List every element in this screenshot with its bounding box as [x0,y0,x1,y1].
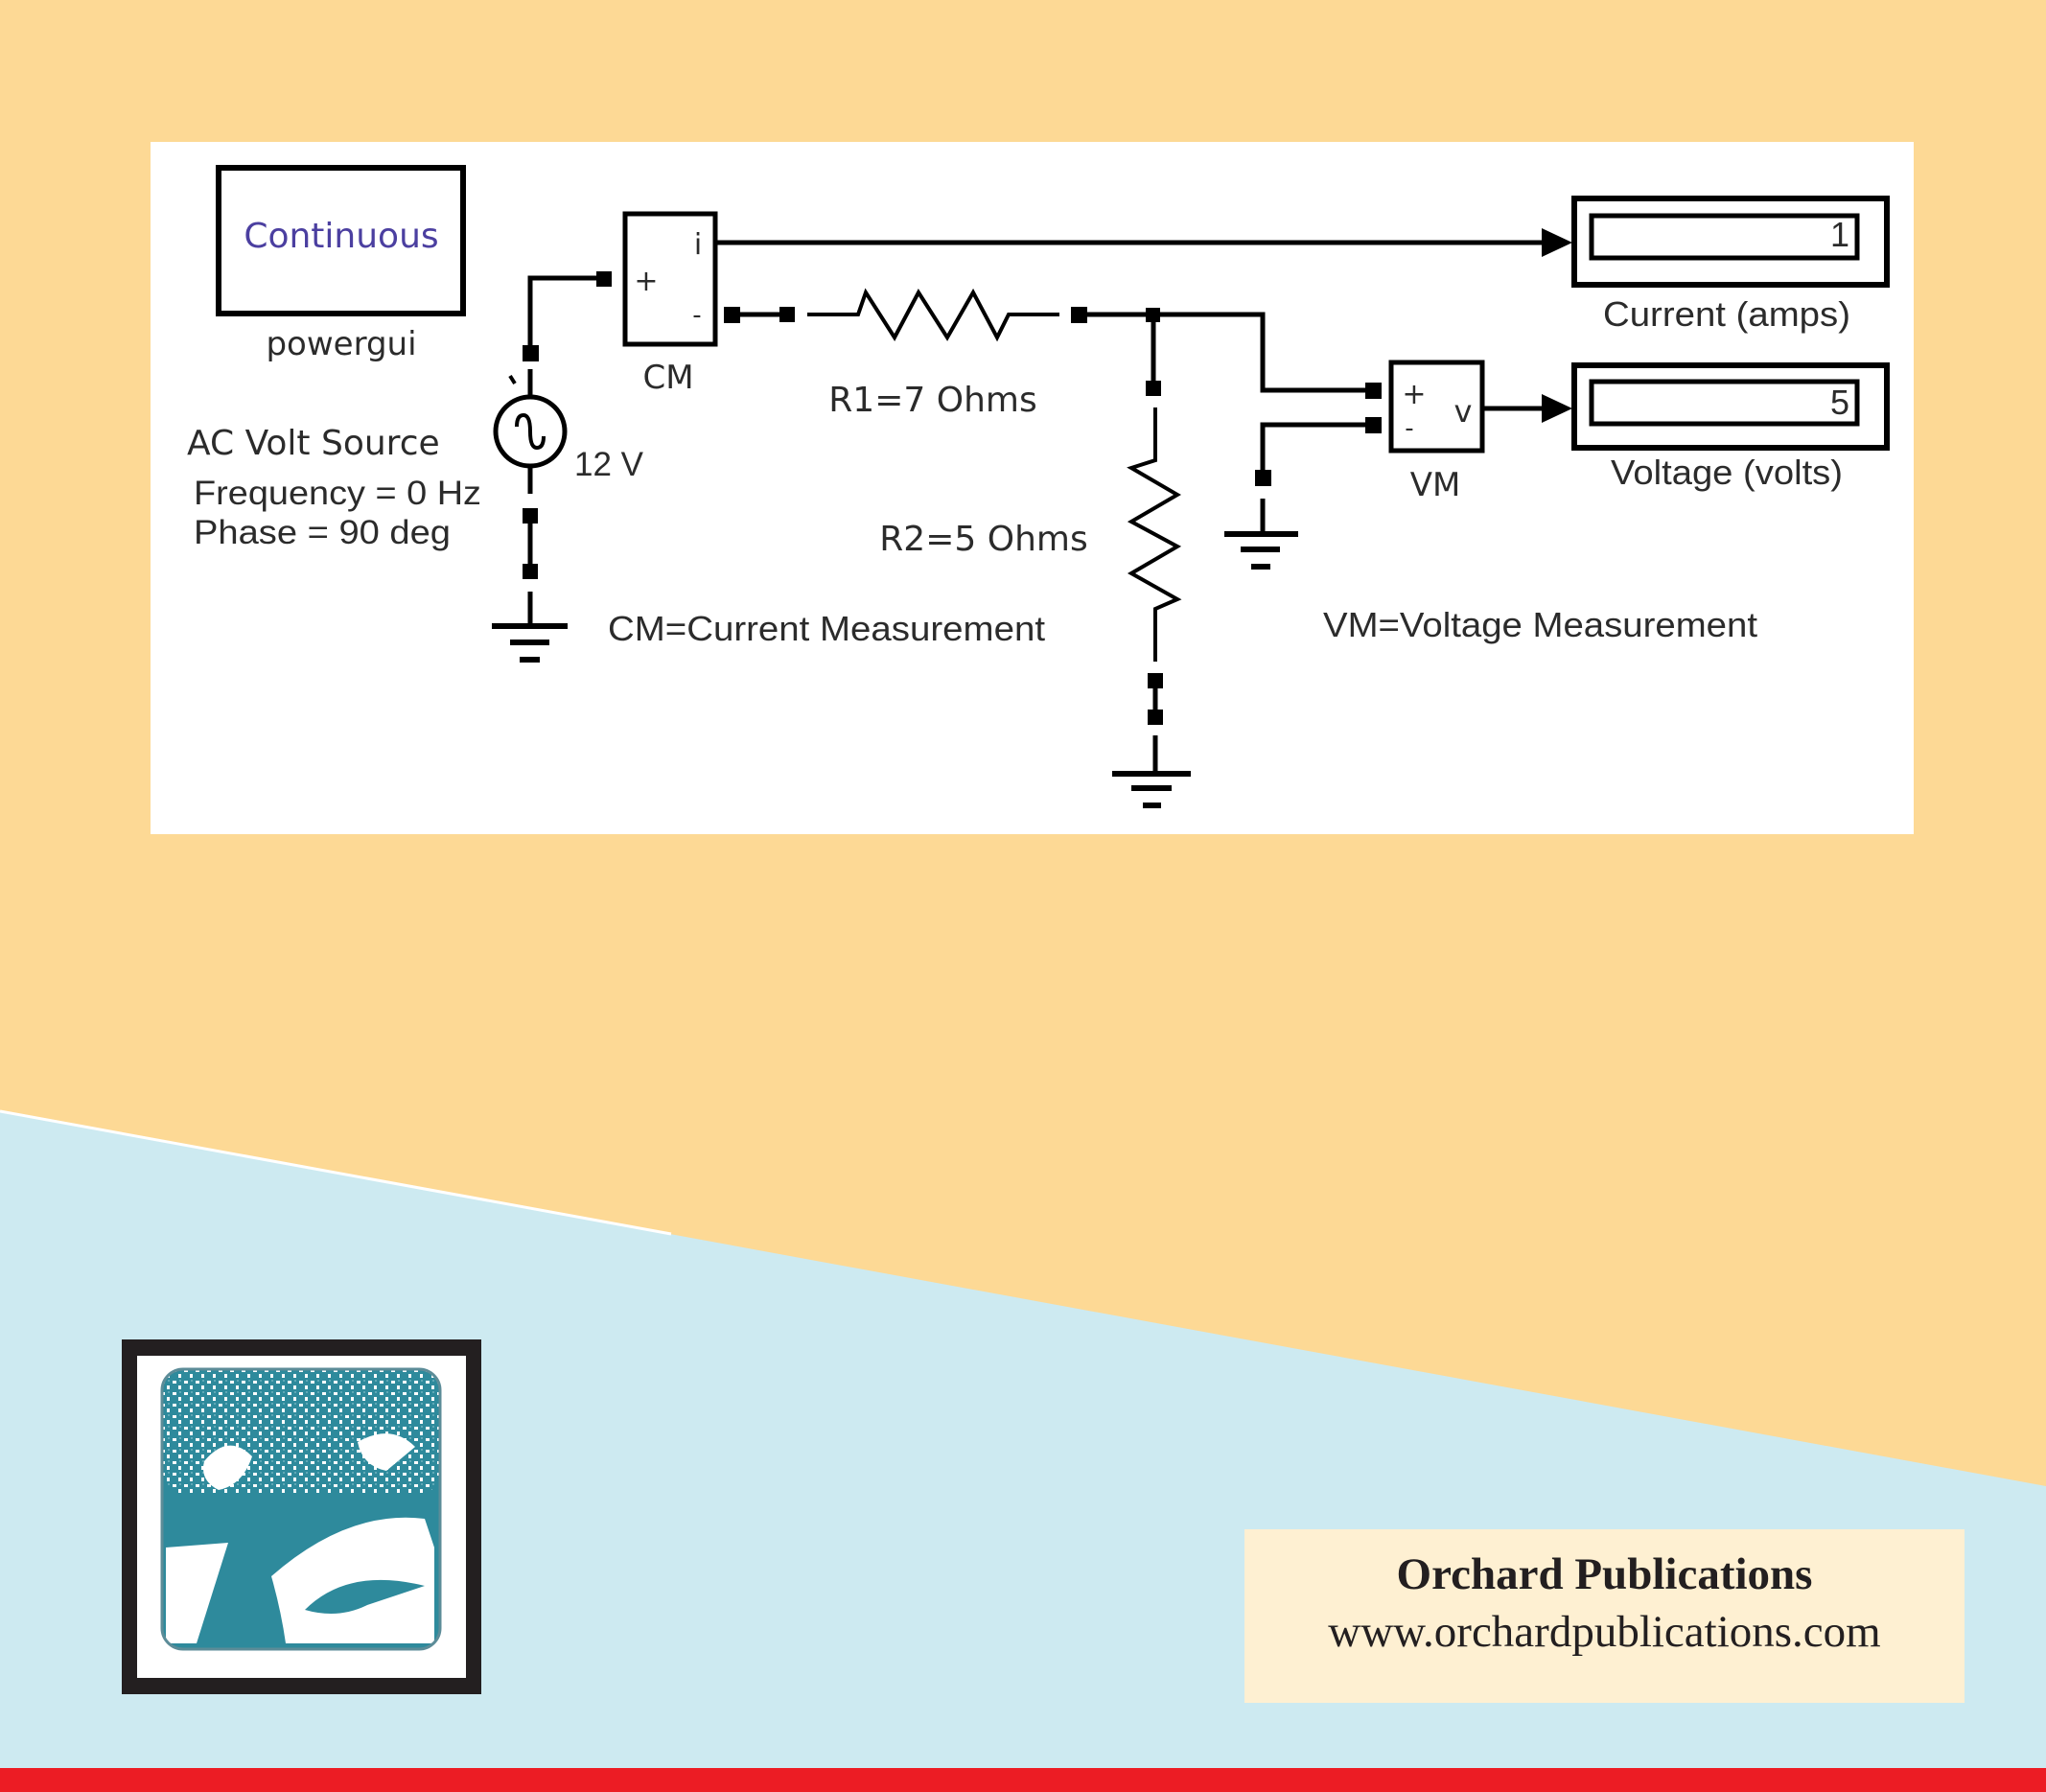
diagonal-highlight [0,1109,672,1236]
ground3-port [1148,710,1163,725]
r2-label: R2=5 Ohms [879,520,1087,559]
source-top-wire [527,275,601,353]
cm-plus-label: + [634,265,658,298]
bottom-red-band [0,1768,2046,1792]
vm-minus-port [1365,417,1382,433]
ground2-port [1255,470,1271,486]
orchard-tree-icon [160,1367,442,1651]
vm-minus-label: - [1405,414,1413,443]
powergui-label: powergui [266,325,416,363]
cm-note: CM=Current Measurement [608,609,1045,648]
r1-label: R1=7 Ohms [828,381,1036,420]
vm-output-label: v [1454,393,1473,430]
cm-minus-label: - [692,301,701,330]
vm-minus-wire [1260,422,1371,475]
ac-voltage-source-icon[interactable] [493,374,568,469]
current-measurement-block[interactable] [622,211,718,347]
r2-top-port [1146,381,1161,396]
resistor-r2-icon[interactable] [1127,407,1182,662]
ground1-port [523,564,538,579]
vm-plus-port [1365,383,1382,399]
source-phase-label: Phase = 90 deg [194,514,451,551]
ground-icon [1224,499,1298,570]
voltage-display-value: 5 [1830,383,1849,422]
ground-icon [492,592,568,663]
vm-plus-label: + [1402,378,1426,411]
source-amplitude-label: 12 V [574,446,644,483]
current-display-value: 1 [1830,215,1849,254]
ground-icon [1112,735,1191,808]
source-top-port [523,345,539,361]
publisher-box: Orchard Publications www.orchardpublicat… [1244,1529,1965,1703]
publisher-name: Orchard Publications [1396,1549,1813,1599]
powergui-mode: Continuous [244,217,438,256]
voltage-display-field [1589,379,1860,427]
node-wire [1079,312,1371,393]
resistor-r1-icon[interactable] [807,288,1059,342]
source-frequency-label: Frequency = 0 Hz [194,475,481,512]
voltage-measurement-block[interactable] [1388,360,1485,454]
source-name-label: AC Volt Source [187,424,440,463]
cm-label: CM [642,359,693,397]
logo-inner [137,1356,466,1678]
cm-output-label: i [694,228,702,262]
voltage-arrow-icon [1542,394,1572,423]
publisher-logo [122,1339,481,1694]
cm-plus-port [596,271,612,287]
powergui-block[interactable] [216,165,466,316]
vm-label: VM [1410,466,1461,504]
voltage-display-label: Voltage (volts) [1611,453,1843,492]
r1-left-port [779,307,795,322]
publisher-url[interactable]: www.orchardpublications.com [1328,1607,1881,1657]
vm-note: VM=Voltage Measurement [1323,605,1757,644]
current-display-label: Current (amps) [1603,294,1850,334]
current-display-field [1589,213,1860,261]
current-arrow-icon [1542,228,1572,257]
